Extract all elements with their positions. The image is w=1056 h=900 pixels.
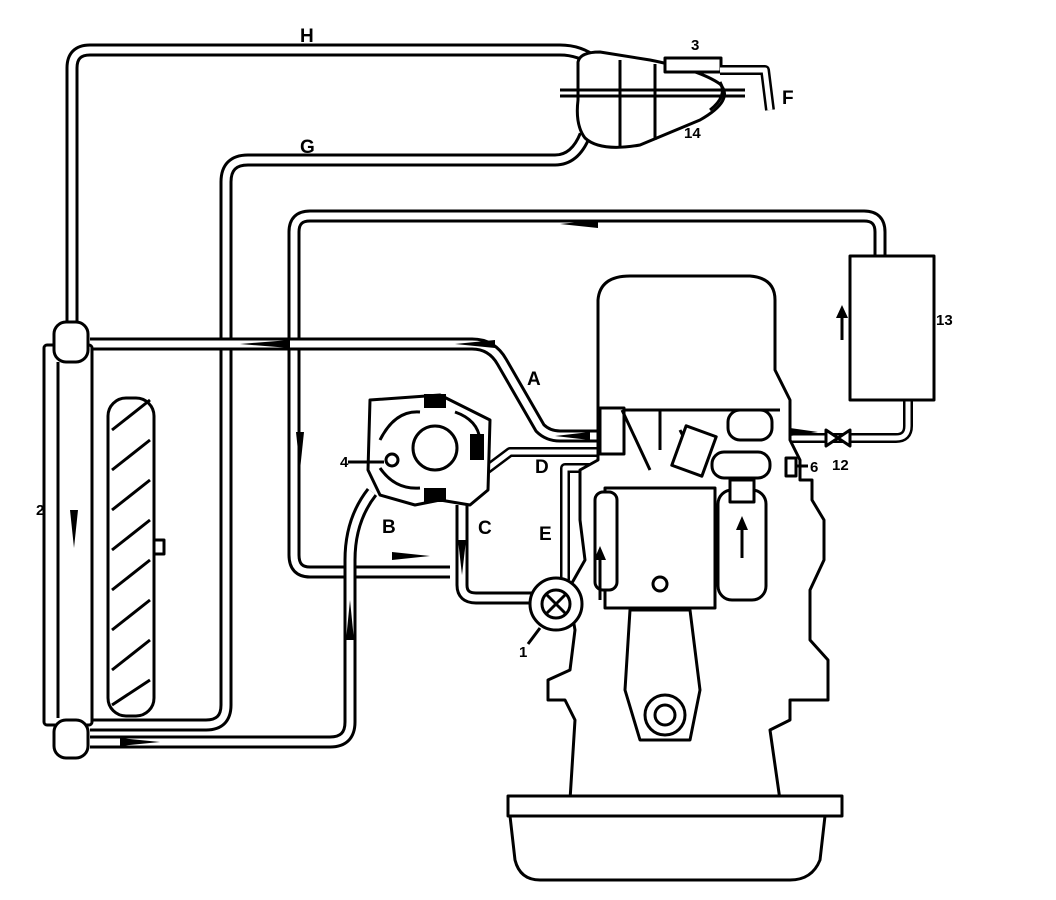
heater-return-hose	[287, 209, 887, 579]
label-b: B	[382, 517, 396, 538]
radiator-lower-hose	[90, 487, 378, 749]
label-d: D	[535, 457, 549, 478]
thermostat-housing	[366, 393, 492, 507]
temperature-sensor	[784, 456, 798, 478]
radiator-upper-hose	[90, 337, 600, 443]
label-13: 13	[936, 312, 953, 329]
coolant-hose-g	[90, 132, 592, 732]
pump-inlet-pipe	[455, 505, 540, 605]
radiator	[42, 320, 94, 760]
label-a: A	[527, 369, 541, 390]
label-3: 3	[691, 37, 699, 54]
engine	[506, 274, 844, 882]
label-2: 2	[36, 502, 44, 519]
water-pump	[528, 576, 584, 632]
label-e: E	[539, 524, 552, 545]
expansion-tank	[560, 50, 775, 149]
label-h: H	[300, 26, 314, 47]
label-1: 1	[519, 644, 527, 661]
label-6: 6	[810, 459, 818, 476]
cooling-fan	[106, 396, 166, 718]
label-14: 14	[684, 125, 701, 142]
label-g: G	[300, 137, 315, 158]
label-f: F	[782, 88, 794, 109]
label-12: 12	[832, 457, 849, 474]
coolant-hose-h	[65, 43, 600, 330]
heater-valve	[824, 428, 852, 448]
bypass-pipe-d	[483, 447, 600, 474]
label-4: 4	[340, 454, 349, 471]
heater-core	[836, 254, 936, 402]
label-c: C	[478, 518, 492, 539]
flow-arrows	[70, 220, 818, 746]
heater-supply-hose	[770, 400, 913, 443]
